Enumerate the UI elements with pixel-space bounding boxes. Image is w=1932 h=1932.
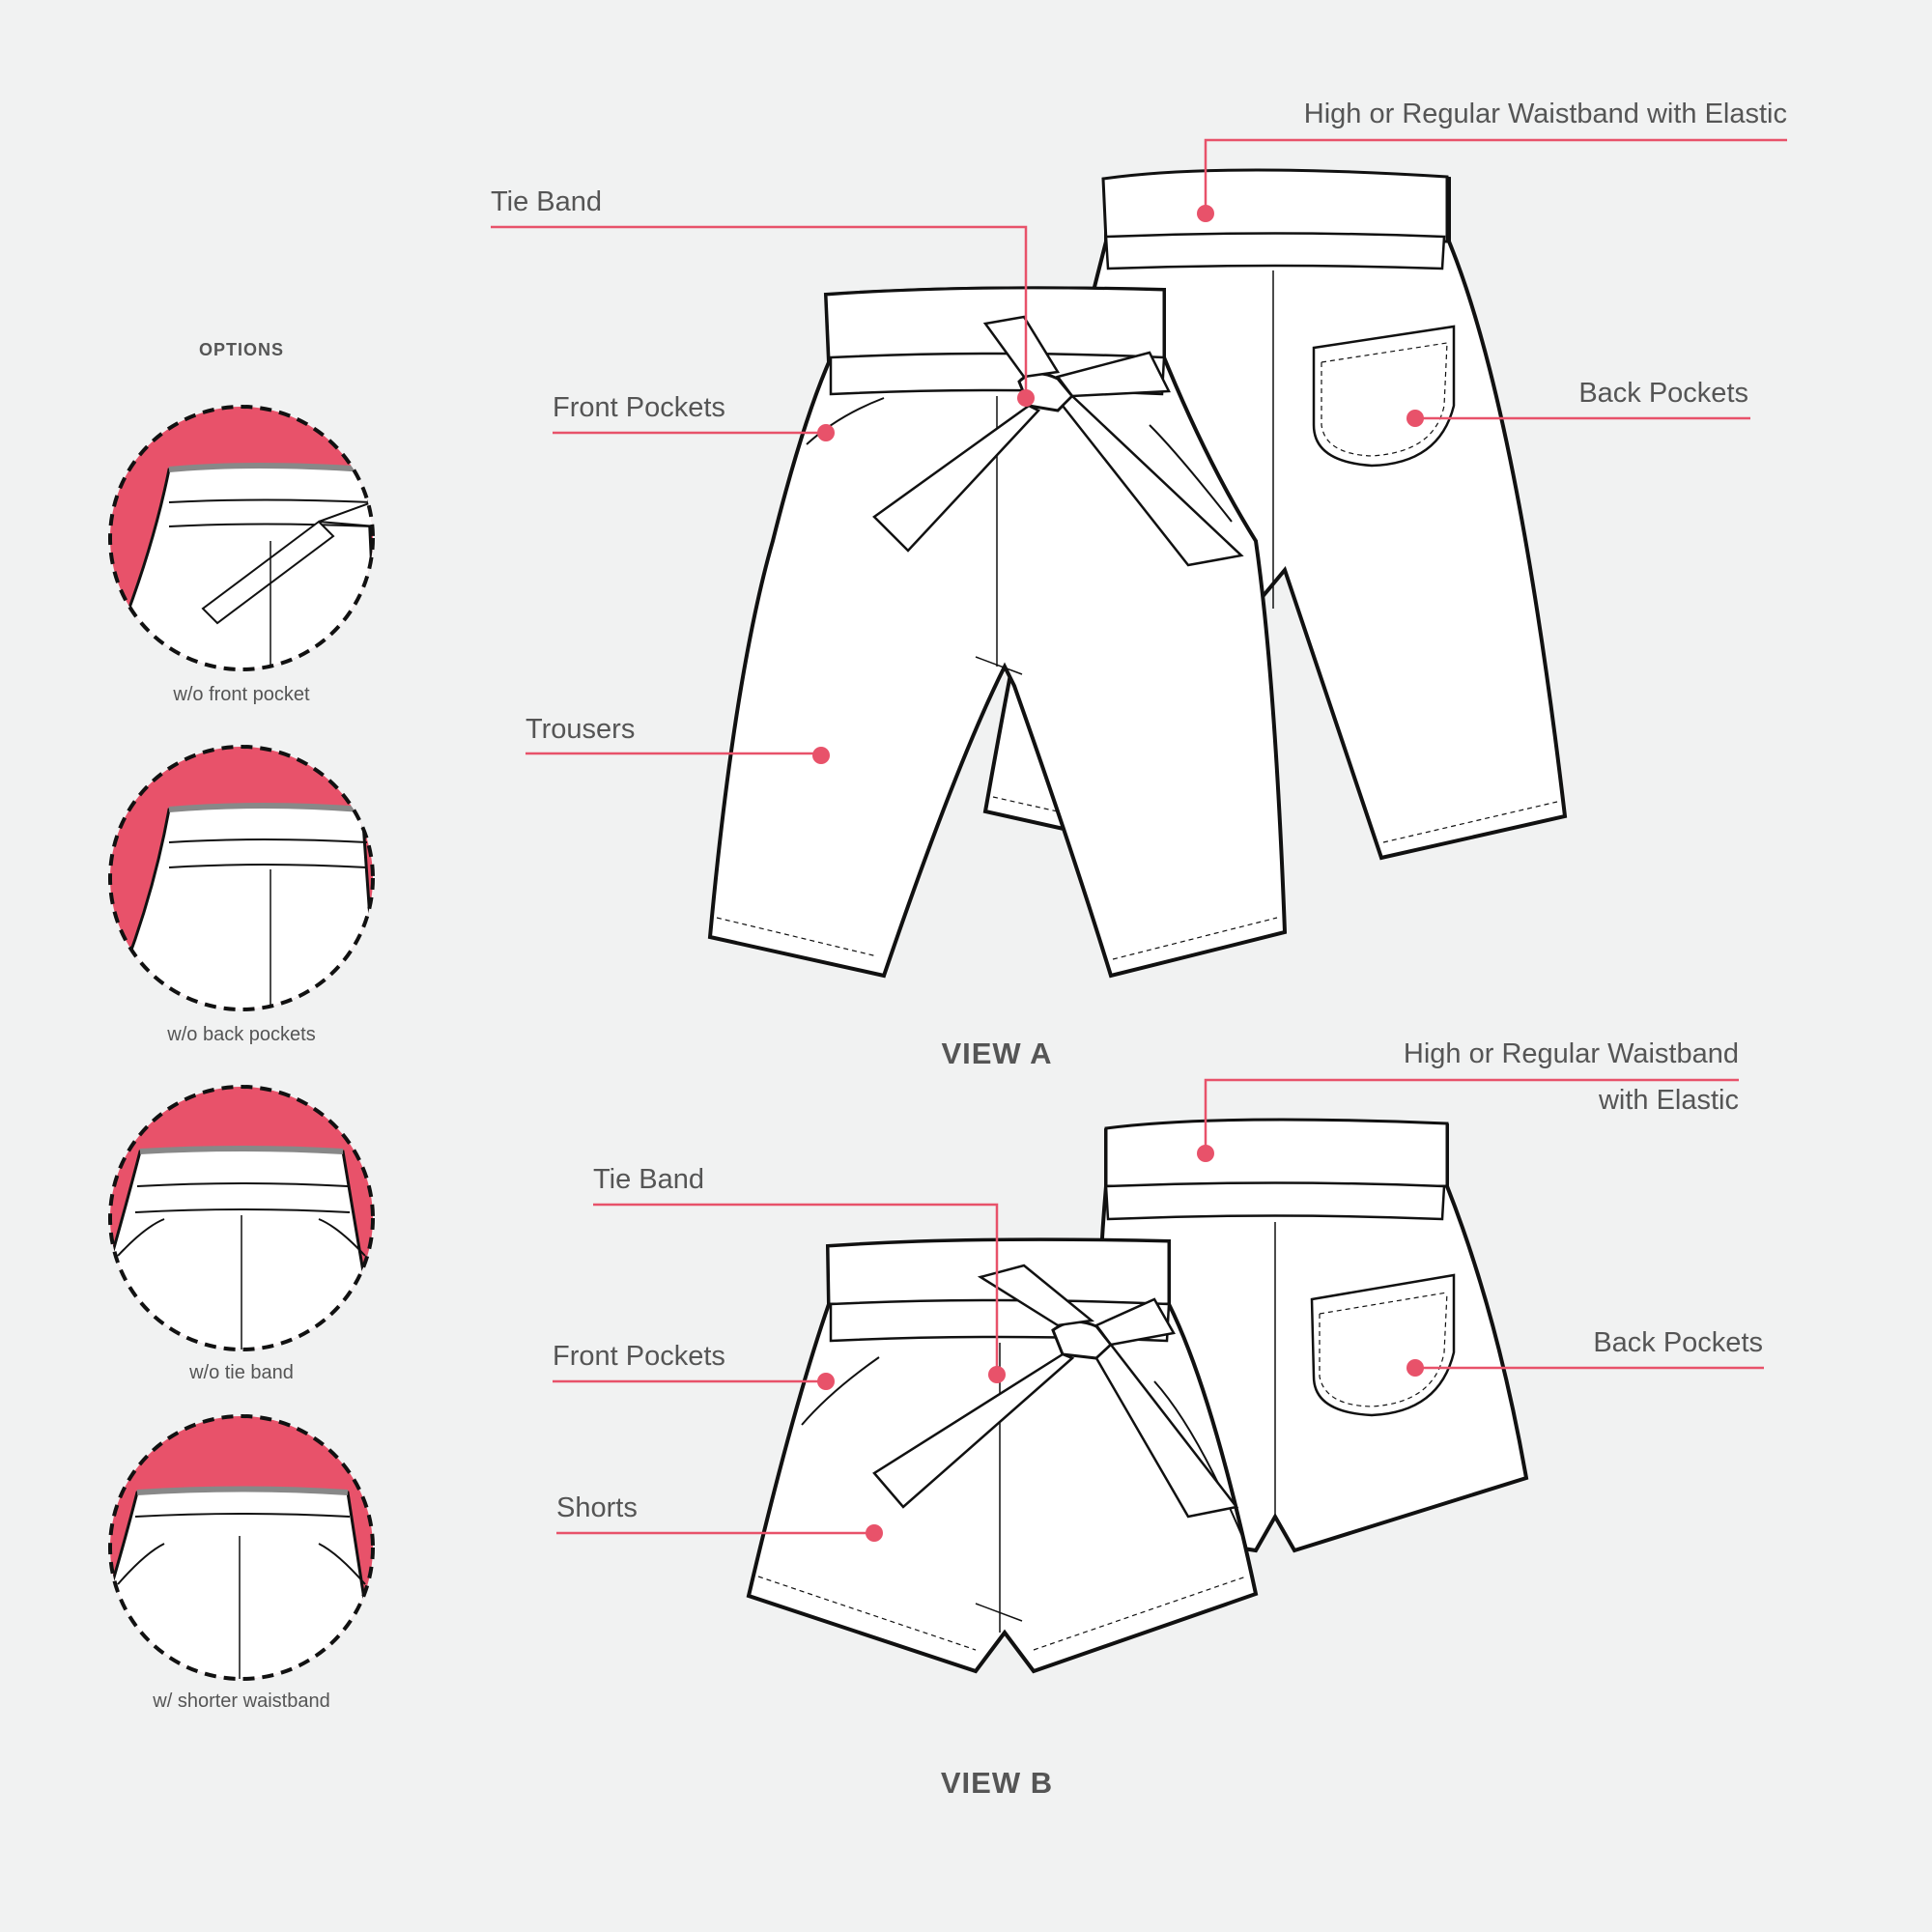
view-b-title: VIEW B (940, 1766, 1054, 1800)
option-caption-2: w/o back pockets (167, 1024, 316, 1045)
view-a-trousers-label: Trousers (526, 714, 636, 745)
view-a-tie-band-label: Tie Band (491, 186, 602, 217)
view-a-front-trousers (707, 286, 1288, 979)
option-no-front-pocket (108, 405, 375, 671)
view-b-tie-band-label: Tie Band (593, 1164, 704, 1195)
callout-leaders (491, 138, 1787, 1535)
option-no-back-pockets (108, 745, 375, 1011)
view-b-waistband-label-line1: High or Regular Waistband (1403, 1038, 1739, 1069)
view-b-waistband-label-line2: with Elastic (1598, 1085, 1739, 1116)
view-b-back-pockets-label: Back Pockets (1593, 1327, 1763, 1358)
view-a-back-pockets-label: Back Pockets (1578, 378, 1748, 409)
view-b-front-pockets-label: Front Pockets (553, 1341, 725, 1372)
option-caption-4: w/ shorter waistband (153, 1690, 330, 1712)
view-b-front-shorts (746, 1237, 1259, 1674)
option-caption-1: w/o front pocket (173, 684, 310, 705)
option-no-tie-band (108, 1085, 375, 1351)
options-title: OPTIONS (198, 340, 284, 359)
view-a-front-pockets-label: Front Pockets (553, 392, 725, 423)
option-caption-3: w/o tie band (189, 1362, 294, 1383)
view-a-waistband-label: High or Regular Waistband with Elastic (1303, 99, 1787, 129)
callout-dots (812, 205, 1424, 1542)
view-a-title: VIEW A (941, 1037, 1053, 1070)
view-b-shorts-label: Shorts (556, 1492, 638, 1523)
option-shorter-waistband (108, 1414, 375, 1681)
